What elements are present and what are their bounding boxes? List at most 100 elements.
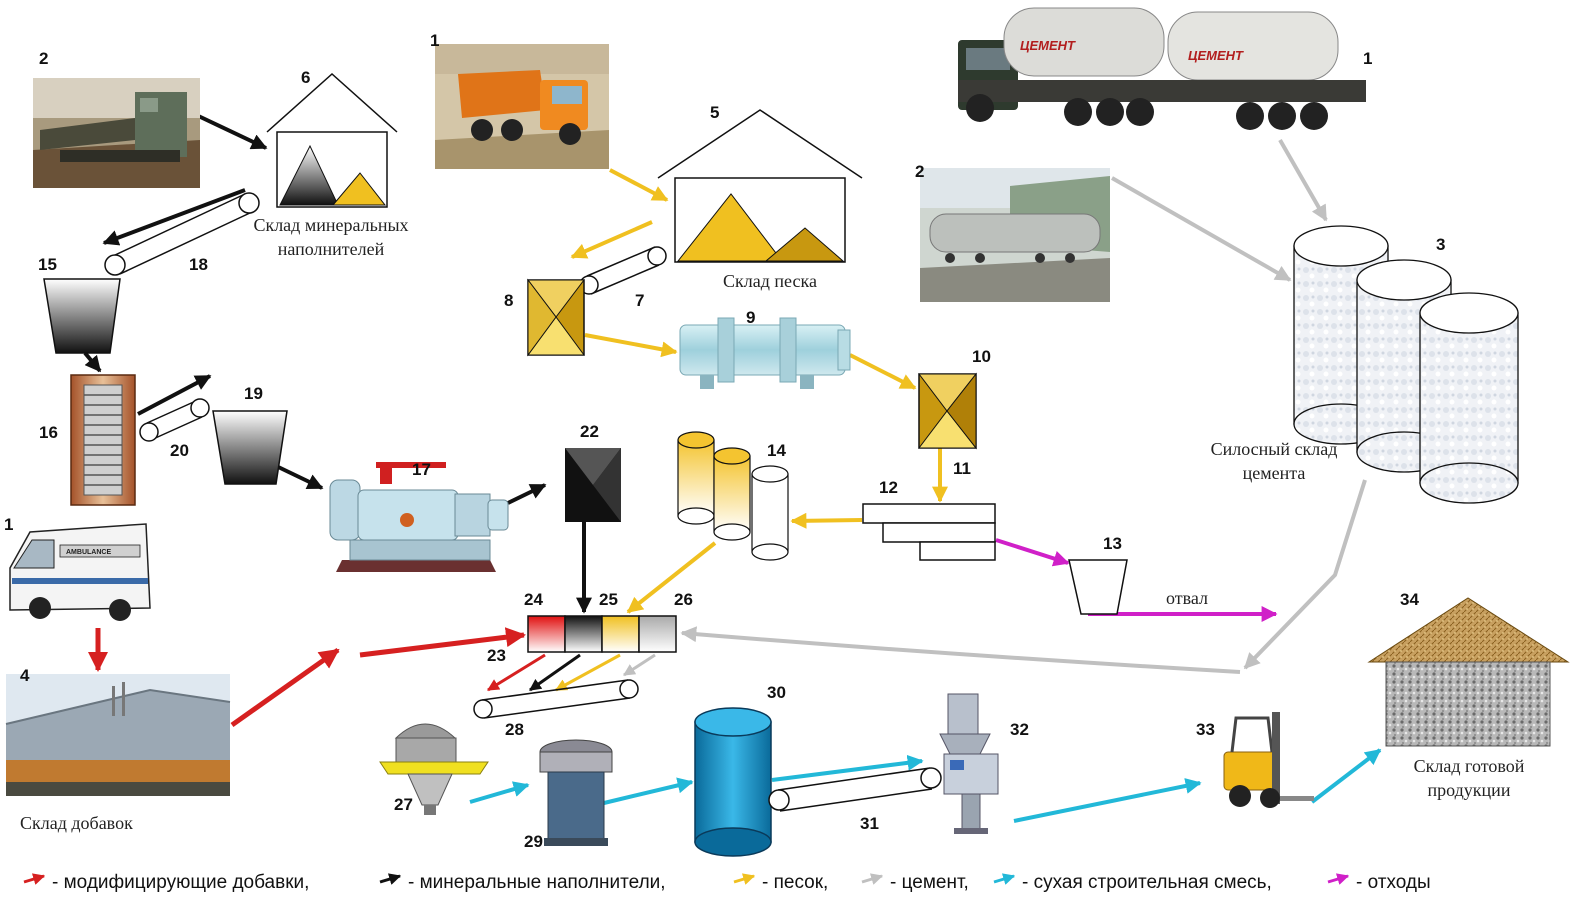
forklift-33 bbox=[1223, 712, 1314, 808]
number-10: 10 bbox=[972, 347, 991, 366]
sand-tanks-14 bbox=[677, 431, 789, 561]
number-29: 29 bbox=[524, 832, 543, 851]
bin-22-mineral bbox=[565, 448, 621, 522]
number-31: 31 bbox=[860, 814, 879, 833]
truck-label-1: ЦЕМЕНТ bbox=[1020, 38, 1076, 53]
number-25: 25 bbox=[599, 590, 618, 609]
legend-text-cement: - цемент, bbox=[890, 872, 969, 893]
legend-item-cement: - цемент, bbox=[861, 872, 969, 893]
number-6: 6 bbox=[301, 68, 310, 87]
number-30: 30 bbox=[767, 683, 786, 702]
number-7: 7 bbox=[635, 291, 644, 310]
conveyor-28 bbox=[473, 679, 639, 719]
arrow-bin8-to-dryer9 bbox=[584, 333, 678, 358]
number-20: 20 bbox=[170, 441, 189, 460]
screen-12 bbox=[862, 503, 996, 561]
legend-item-mineral: - минеральные наполнители, bbox=[379, 872, 666, 893]
conveyor-7 bbox=[579, 246, 667, 295]
flow-arrows bbox=[83, 111, 1382, 823]
waste-hopper-13 bbox=[1068, 559, 1128, 615]
bin-10-sand bbox=[917, 372, 978, 450]
arrow-mixer27-to-sieve29 bbox=[469, 781, 530, 804]
number-1-cement-truck: 1 bbox=[1363, 49, 1372, 68]
text-labels: Склад минеральных наполнителей Склад пес… bbox=[20, 215, 1525, 833]
arrow-silo-to-dosers bbox=[1243, 479, 1367, 670]
arrow-mill17-to-bin22 bbox=[507, 483, 547, 505]
ambulance-label: AMBULANCE bbox=[66, 549, 111, 556]
additives-store-photo bbox=[5, 674, 231, 796]
number-32: 32 bbox=[1010, 720, 1029, 739]
arrow-cement-to-doser26 bbox=[680, 626, 1241, 674]
legend-text-waste: - отходы bbox=[1356, 872, 1431, 893]
crusher-16 bbox=[70, 374, 136, 506]
gravel-pile bbox=[279, 144, 339, 206]
hopper-19 bbox=[212, 410, 288, 485]
arrow-additives-to-doser24 bbox=[359, 627, 526, 658]
arrow-packer32-to-forklift33 bbox=[1013, 778, 1202, 823]
arrow-hopper19-to-mill17 bbox=[271, 462, 324, 490]
arrow-excavator-to-mineral-store bbox=[191, 111, 268, 150]
storage-tank-30 bbox=[694, 707, 772, 857]
number-28: 28 bbox=[505, 720, 524, 739]
number-1-ambulance: 1 bbox=[4, 515, 13, 534]
number-16: 16 bbox=[39, 423, 58, 442]
legend: - модифицирующие добавки, - минеральные … bbox=[23, 872, 1431, 893]
sand-store-label: Склад песка bbox=[723, 271, 817, 291]
bin-8-sand bbox=[526, 278, 586, 357]
legend-text-additives: - модифицирующие добавки, bbox=[52, 872, 309, 893]
number-3: 3 bbox=[1436, 235, 1445, 254]
ball-mill-17 bbox=[329, 462, 509, 572]
legend-text-dry-mix: - сухая строительная смесь, bbox=[1022, 872, 1272, 893]
equipment-numbers: 2 6 1 5 1 2 3 15 18 8 7 9 10 19 16 20 22… bbox=[4, 31, 1445, 851]
mineral-filler-store bbox=[266, 72, 398, 208]
truck-label-2: ЦЕМЕНТ bbox=[1188, 48, 1244, 63]
number-24: 24 bbox=[524, 590, 543, 609]
packing-machine-32 bbox=[939, 693, 999, 834]
mixer-27 bbox=[379, 723, 489, 815]
number-2-excavator: 2 bbox=[39, 49, 48, 68]
arrow-rail-to-silo bbox=[1111, 176, 1292, 282]
rail-tank-cars-photo bbox=[920, 168, 1110, 302]
number-15: 15 bbox=[38, 255, 57, 274]
arrow-hopper15-to-crusher16 bbox=[83, 351, 102, 373]
arrow-sieve29-to-tank30 bbox=[603, 777, 694, 805]
excavator-photo bbox=[33, 78, 200, 188]
number-13: 13 bbox=[1103, 534, 1122, 553]
number-34: 34 bbox=[1400, 590, 1419, 609]
number-18: 18 bbox=[189, 255, 208, 274]
number-22: 22 bbox=[580, 422, 599, 441]
mineral-store-label-line2: наполнителей bbox=[278, 239, 385, 259]
cement-truck-photo: ЦЕМЕНТ ЦЕМЕНТ bbox=[958, 7, 1366, 130]
conveyor-18 bbox=[104, 192, 260, 276]
number-9: 9 bbox=[746, 308, 755, 327]
legend-item-sand: - песок, bbox=[733, 872, 828, 893]
legend-item-additives: - модифицирующие добавки, bbox=[23, 872, 309, 893]
arrow-forklift33-to-finished-store bbox=[1310, 748, 1382, 804]
number-1-sand-truck: 1 bbox=[430, 31, 439, 50]
arrow-sand-truck-to-sand-store bbox=[609, 168, 669, 202]
number-17: 17 bbox=[412, 460, 431, 479]
arrow-doser-cement-to-conveyor28 bbox=[622, 653, 656, 677]
finished-store-label-line1: Склад готовой bbox=[1414, 756, 1525, 776]
number-19: 19 bbox=[244, 384, 263, 403]
arrow-crusher16-up bbox=[137, 374, 212, 416]
sieve-29 bbox=[539, 739, 613, 846]
hopper-15 bbox=[43, 278, 121, 354]
conveyor-20 bbox=[139, 398, 210, 442]
legend-text-sand: - песок, bbox=[762, 872, 828, 893]
number-14: 14 bbox=[767, 441, 786, 460]
arrow-dryer9-to-bin10 bbox=[849, 353, 917, 390]
cement-silo-label-line2: цемента bbox=[1243, 463, 1306, 483]
sand-pile bbox=[331, 172, 387, 206]
arrow-sand-store-to-bin8 bbox=[570, 220, 653, 259]
arrow-tank30-to-packer32 bbox=[771, 754, 924, 782]
rotary-dryer-9 bbox=[679, 317, 851, 389]
dosing-bins-24-26 bbox=[527, 615, 677, 653]
cement-silos-3 bbox=[1293, 225, 1519, 504]
arrow-cement-truck-to-silo bbox=[1278, 139, 1328, 222]
number-2-rail: 2 bbox=[915, 162, 924, 181]
legend-item-waste: - отходы bbox=[1327, 872, 1431, 893]
number-5: 5 bbox=[710, 103, 719, 122]
arrow-tanks14-to-doser-sand bbox=[626, 541, 717, 614]
